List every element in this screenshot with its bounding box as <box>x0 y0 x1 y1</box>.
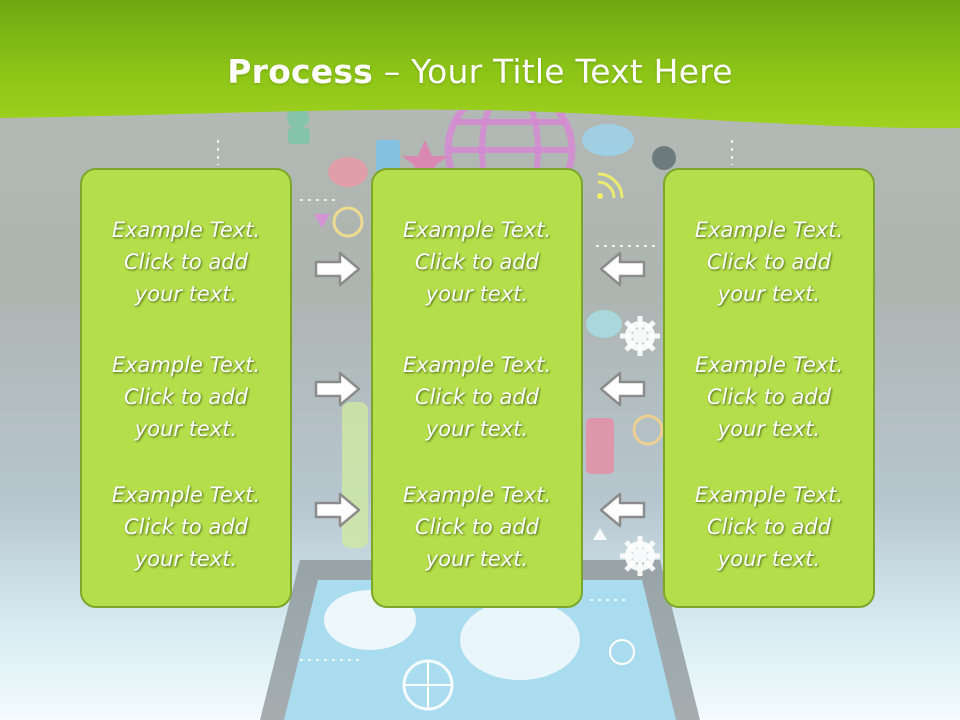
text-line: Example Text. <box>111 353 261 377</box>
text-panel-right[interactable]: Example Text. Click to add your text. Ex… <box>663 168 875 608</box>
text-line: Click to add <box>414 385 539 409</box>
text-block[interactable]: Example Text. Click to add your text. <box>373 349 581 445</box>
slide-title[interactable]: Process – Your Title Text Here <box>0 52 960 91</box>
arrow-left-icon <box>599 371 646 407</box>
text-line: your text. <box>717 282 821 306</box>
arrow-right-icon <box>314 371 361 407</box>
text-line: Click to add <box>706 385 831 409</box>
title-rest: – Your Title Text Here <box>373 52 733 91</box>
text-line: Example Text. <box>402 218 552 242</box>
text-block[interactable]: Example Text. Click to add your text. <box>665 479 873 575</box>
text-block[interactable]: Example Text. Click to add your text. <box>82 479 290 575</box>
text-line: Example Text. <box>402 353 552 377</box>
text-block[interactable]: Example Text. Click to add your text. <box>665 214 873 310</box>
header-wave <box>0 0 960 129</box>
text-line: Click to add <box>414 250 539 274</box>
text-block[interactable]: Example Text. Click to add your text. <box>373 479 581 575</box>
text-line: your text. <box>425 547 529 571</box>
text-line: Click to add <box>123 515 248 539</box>
text-block[interactable]: Example Text. Click to add your text. <box>373 214 581 310</box>
text-line: Example Text. <box>694 353 844 377</box>
text-line: Click to add <box>123 385 248 409</box>
text-line: Example Text. <box>111 483 261 507</box>
text-line: Example Text. <box>402 483 552 507</box>
text-line: your text. <box>717 417 821 441</box>
text-line: your text. <box>134 282 238 306</box>
text-panel-center[interactable]: Example Text. Click to add your text. Ex… <box>371 168 583 608</box>
text-block[interactable]: Example Text. Click to add your text. <box>82 349 290 445</box>
text-line: Example Text. <box>694 218 844 242</box>
text-block[interactable]: Example Text. Click to add your text. <box>665 349 873 445</box>
text-line: Example Text. <box>694 483 844 507</box>
text-line: Click to add <box>414 515 539 539</box>
title-bold: Process <box>227 52 374 91</box>
text-line: your text. <box>134 547 238 571</box>
text-line: your text. <box>717 547 821 571</box>
header-band: Process – Your Title Text Here <box>0 0 960 140</box>
arrow-right-icon <box>314 251 361 287</box>
text-block[interactable]: Example Text. Click to add your text. <box>82 214 290 310</box>
arrow-right-icon <box>314 492 361 528</box>
text-line: your text. <box>134 417 238 441</box>
text-line: your text. <box>425 282 529 306</box>
arrow-left-icon <box>599 492 646 528</box>
text-line: Click to add <box>123 250 248 274</box>
text-line: Click to add <box>706 250 831 274</box>
text-line: Click to add <box>706 515 831 539</box>
text-line: your text. <box>425 417 529 441</box>
text-line: Example Text. <box>111 218 261 242</box>
text-panel-left[interactable]: Example Text. Click to add your text. Ex… <box>80 168 292 608</box>
arrow-left-icon <box>599 251 646 287</box>
